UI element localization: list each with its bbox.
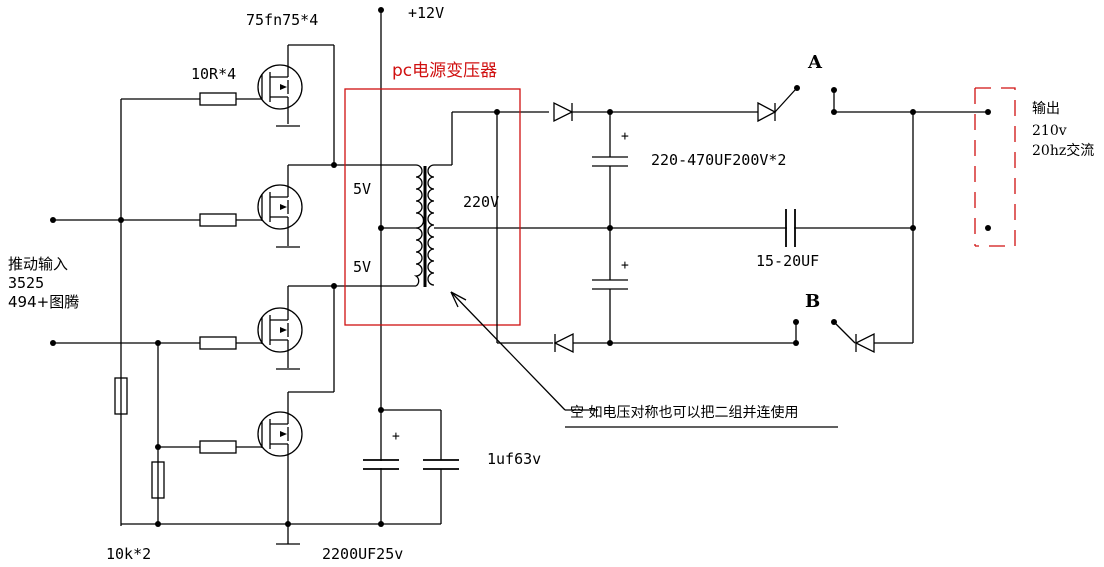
secondary-voltage-label: 220V [463,193,500,211]
main-capacitor-label: 220-470UF200V*2 [651,151,787,169]
output-terminals [974,87,1016,247]
mosfet-2 [257,184,303,246]
input-ic2-label: 494+图腾 [8,293,80,311]
output-voltage: 210v [1032,123,1067,139]
switch-a [757,85,988,343]
output-frequency: 20hz交流 [1032,143,1095,159]
input-wiring [50,98,441,527]
bias-resistors [114,377,165,499]
gate-resistors [199,92,262,454]
mosfet-1 [257,64,303,124]
small-capacitor-label: 1uf63v [487,450,542,468]
transformer-box [344,88,521,326]
gate-resistor-label: 10R*4 [191,65,237,83]
bulk-capacitor-label: 2200UF25v [322,545,404,563]
ground-symbols [276,125,300,545]
power-rail [378,7,384,527]
mosfet-3 [257,307,303,368]
vcc-label: +12V [408,4,445,22]
note-text: 空 如电压对称也可以把二组并连使用 [570,405,799,421]
transformer-label: pc电源变压器 [392,61,498,81]
plus-sign-3: + [392,429,400,444]
input-title: 推动输入 [8,255,69,273]
input-ic-label: 3525 [8,274,45,292]
transformer [413,111,913,287]
supply-capacitors [363,409,459,524]
point-a-label: A [808,52,822,73]
tap-bottom-label: 5V [353,258,372,276]
switch-b [793,319,913,354]
coupling-capacitor-label: 15-20UF [756,252,820,270]
bias-resistor-label: 10k*2 [106,545,152,563]
plus-sign-1: + [621,129,629,144]
mosfet-label: 75fn75*4 [246,11,319,29]
rectifier [494,101,796,354]
plus-sign-2: + [621,258,629,273]
point-b-label: B [805,291,821,312]
note-pointer [450,291,838,428]
mosfet-4 [257,411,303,526]
drain-wiring [287,44,416,412]
output-title: 输出 [1032,101,1060,117]
tap-top-label: 5V [353,180,372,198]
